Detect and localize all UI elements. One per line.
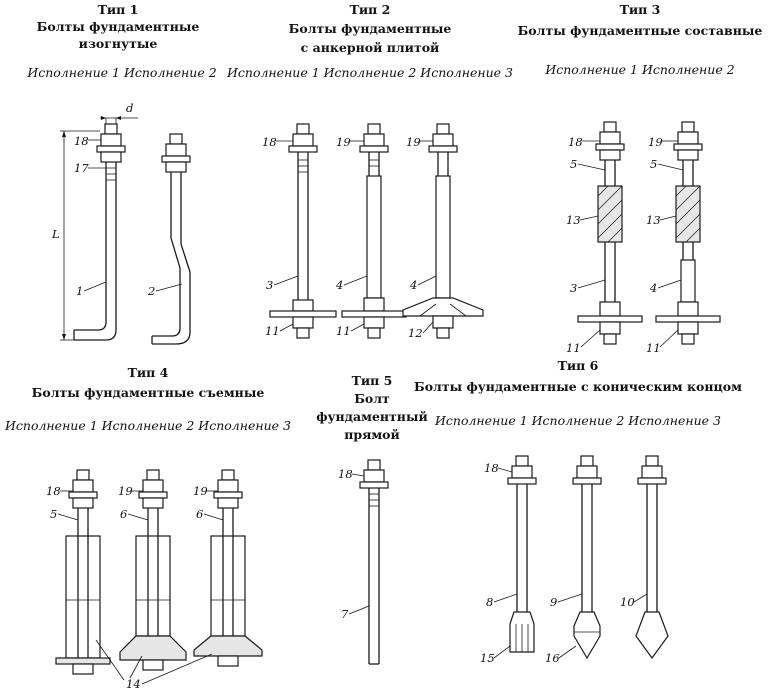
callout-18: 18	[46, 484, 61, 498]
type4-variant1-bolt: 18 5	[46, 469, 111, 675]
type5-title-line2: фундаментный	[316, 409, 428, 424]
type3-variant1-bolt: 18 5 13 3 11	[566, 121, 643, 355]
type5-title-line1: Болт	[354, 391, 390, 406]
callout-3: 3	[570, 281, 577, 295]
type1-title-line2: изогнутые	[79, 36, 158, 51]
callout-5: 5	[570, 157, 577, 171]
callout-1: 1	[76, 284, 83, 298]
type2-title-line1: Болты фундаментные	[289, 21, 452, 36]
callout-5: 5	[50, 507, 57, 521]
type2-variant2-bolt: 19 4 11	[335, 123, 407, 339]
dim-L: L	[51, 227, 60, 241]
type6-variants: Исполнение 1 Исполнение 2 Исполнение 3	[434, 413, 721, 428]
callout-19: 19	[336, 135, 351, 149]
callout-16: 16	[545, 651, 560, 665]
callout-3: 3	[266, 278, 273, 292]
callout-6: 6	[120, 507, 127, 521]
callout-11: 11	[566, 341, 581, 355]
type5-label: Тип 5	[352, 373, 393, 388]
type3-label: Тип 3	[620, 2, 661, 17]
type6-variant3-bolt: 10	[620, 455, 669, 660]
type4-variant3-bolt: 19 6	[193, 469, 263, 667]
callout-8: 8	[486, 595, 493, 609]
type1-variant2-bolt: 2	[147, 133, 191, 345]
callout-11: 11	[646, 341, 661, 355]
callout-18: 18	[338, 467, 353, 481]
callout-11: 11	[336, 324, 351, 338]
callout-15: 15	[480, 651, 495, 665]
callout-18: 18	[74, 134, 89, 148]
type4-title-line1: Болты фундаментные съемные	[32, 385, 265, 400]
callout-13: 13	[566, 213, 581, 227]
dim-d: d	[126, 101, 133, 115]
callout-12: 12	[408, 326, 423, 340]
callout-18: 18	[568, 135, 583, 149]
callout-13: 13	[646, 213, 661, 227]
type4-variant2-bolt: 19 6	[118, 469, 187, 671]
type6-variant2-bolt: 9 16	[545, 455, 602, 665]
callout-4: 4	[409, 278, 417, 292]
type1-variants: Исполнение 1 Исполнение 2	[26, 65, 216, 80]
callout-4: 4	[335, 278, 343, 292]
callout-11: 11	[265, 324, 280, 338]
callout-10: 10	[620, 595, 635, 609]
callout-5: 5	[650, 157, 657, 171]
type6-variant1-bolt: 18 8 15	[480, 455, 537, 665]
type1-label: Тип 1	[98, 2, 139, 17]
type2-label: Тип 2	[350, 2, 391, 17]
type4-label: Тип 4	[128, 365, 169, 380]
type4-callout-14: 14	[95, 639, 213, 691]
type2-variant1-bolt: 18 3 11	[262, 123, 337, 339]
callout-7: 7	[341, 607, 349, 621]
callout-6: 6	[196, 507, 203, 521]
callout-18: 18	[262, 135, 277, 149]
type2-title-line2: с анкерной плитой	[301, 40, 440, 55]
callout-2: 2	[147, 284, 155, 298]
type2-variant3-bolt: 19 4 12	[402, 123, 484, 340]
type5-bolt: 18 7	[338, 459, 389, 665]
type3-variant2-bolt: 19 5 13 4 11	[646, 121, 721, 355]
type6-label: Тип 6	[558, 358, 599, 373]
callout-18: 18	[484, 461, 499, 475]
type3-variants: Исполнение 1 Исполнение 2	[544, 62, 734, 77]
type2-variants: Исполнение 1 Исполнение 2 Исполнение 3	[226, 65, 513, 80]
callout-19: 19	[648, 135, 663, 149]
type6-title-line1: Болты фундаментные с коническим концом	[414, 379, 742, 394]
callout-9: 9	[550, 595, 557, 609]
type5-title-line3: прямой	[344, 427, 400, 442]
type4-variants: Исполнение 1 Исполнение 2 Исполнение 3	[4, 418, 291, 433]
callout-17: 17	[74, 161, 89, 175]
callout-19: 19	[118, 484, 133, 498]
callout-19: 19	[406, 135, 421, 149]
type1-variant1-bolt: d L 18 17 1	[51, 101, 138, 341]
type1-title-line1: Болты фундаментные	[37, 19, 200, 34]
type3-title-line1: Болты фундаментные составные	[518, 23, 763, 38]
callout-14: 14	[126, 677, 141, 691]
callout-4: 4	[649, 281, 657, 295]
callout-19: 19	[193, 484, 208, 498]
